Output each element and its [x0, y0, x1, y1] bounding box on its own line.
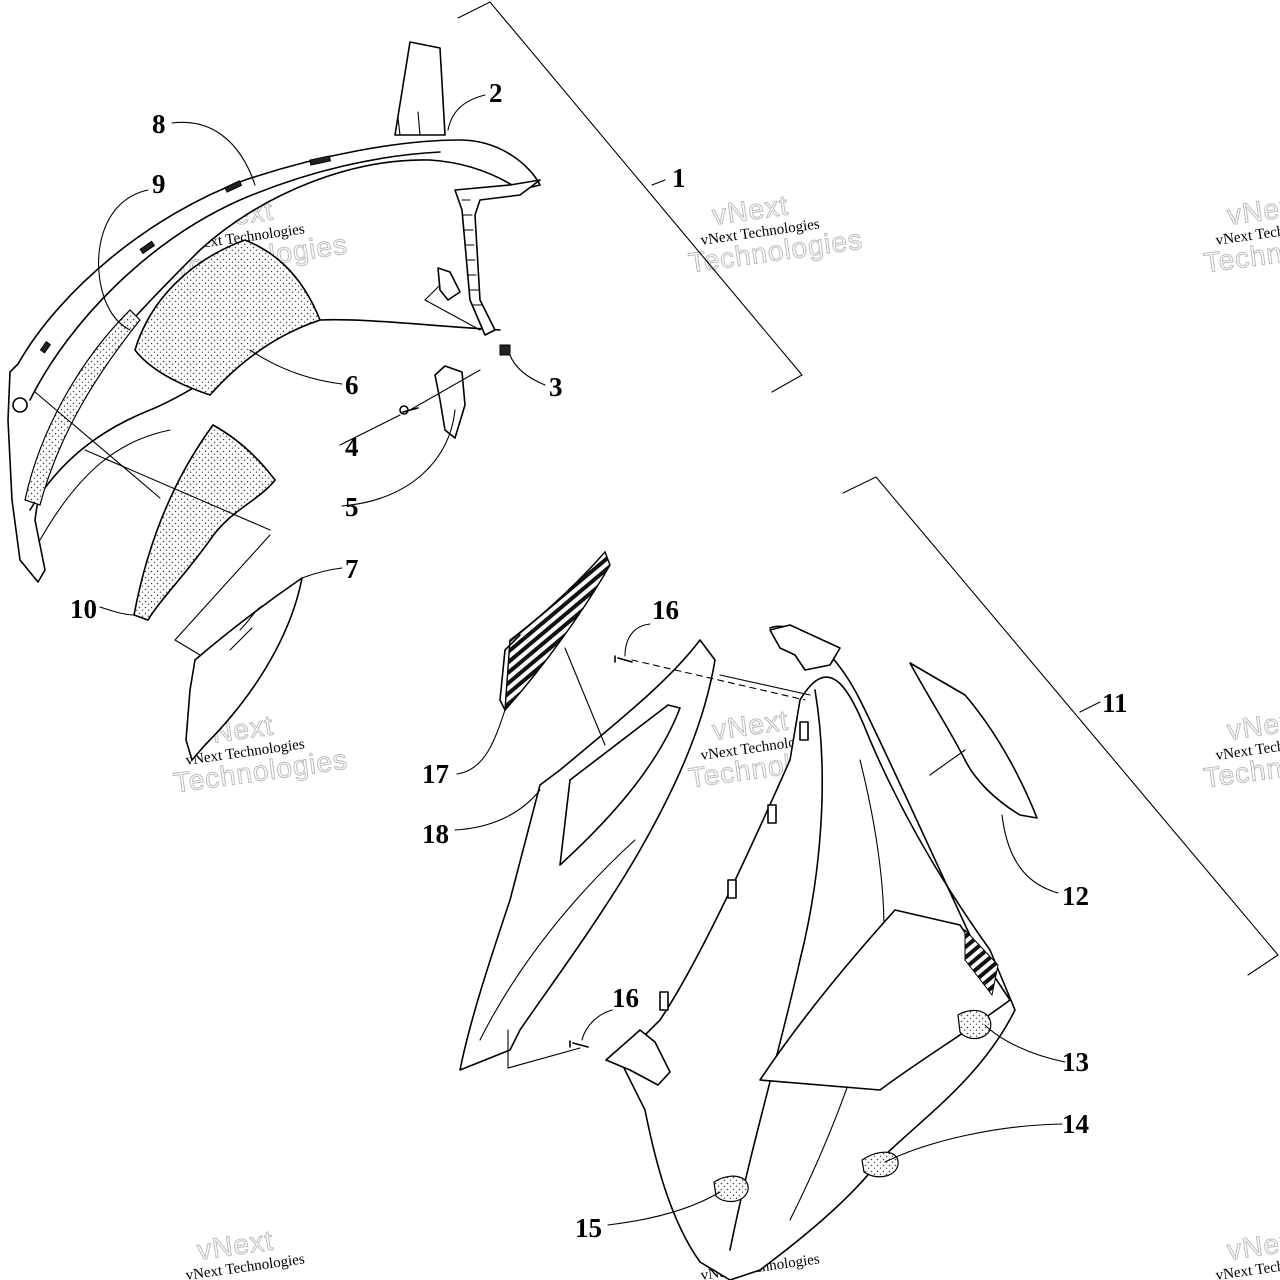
- part-2-stem: [397, 111, 421, 136]
- part-16-screw-bottom: [569, 1040, 589, 1048]
- hood-upper-assembly: [7, 139, 541, 583]
- part-17-frame: [499, 634, 521, 711]
- nose-cone-ridge: [729, 689, 823, 1251]
- callout-5: 5: [345, 492, 359, 522]
- bracket-assembly-11: [842, 476, 1279, 976]
- part-3-tab: [437, 267, 461, 301]
- part-6-screen: [134, 239, 322, 396]
- part-3-teeth: [461, 199, 482, 306]
- nose-cone-top-tab: [769, 624, 841, 671]
- part-3-clip: [499, 344, 511, 356]
- callout-3: 3: [549, 372, 563, 402]
- hood-vent-slot: [224, 180, 243, 193]
- part-9-trim: [24, 309, 141, 506]
- callout-12: 12: [1062, 881, 1089, 911]
- callout-11: 11: [1102, 688, 1128, 718]
- hood-vent-slot: [39, 341, 52, 354]
- bracket-assembly-1: [457, 1, 803, 393]
- hood-vent-slot: [309, 155, 331, 166]
- part-12-windshield: [909, 662, 1038, 819]
- nose-tab: [727, 879, 737, 899]
- part-13-pad: [957, 1009, 992, 1040]
- callout-4: 4: [345, 432, 359, 462]
- callout-14: 14: [1062, 1109, 1089, 1139]
- callout-15: 15: [575, 1213, 602, 1243]
- part-18-foot: [605, 1029, 671, 1086]
- part-18-window: [559, 704, 681, 866]
- part-10-windshield: [133, 423, 277, 621]
- part-14-pad: [861, 1151, 899, 1178]
- callout-17: 17: [422, 759, 449, 789]
- part-7-lens: [185, 577, 303, 761]
- callout-2: 2: [489, 78, 503, 108]
- hood-clip: [12, 397, 28, 413]
- nose-cone-assembly: [619, 624, 1016, 1280]
- callout-9: 9: [152, 169, 166, 199]
- hood-vent-slot: [139, 240, 156, 255]
- callouts: 1 2 3 4 5 6 7 8 9 10 11 12 13 14 15 16 1…: [70, 78, 1128, 1243]
- watermark-3: vNext vNext Technologies Technologies: [1201, 189, 1280, 279]
- callout-7: 7: [345, 554, 359, 584]
- callout-8: 8: [152, 109, 166, 139]
- part-15-pad: [713, 1175, 749, 1203]
- part-3-bracket: [454, 179, 541, 336]
- callout-10: 10: [70, 594, 97, 624]
- callout-13: 13: [1062, 1047, 1089, 1077]
- watermark-6: vNext vNext Technologies Technologies: [1201, 704, 1280, 794]
- part-17-grille: [504, 550, 611, 712]
- part-16-screw-top: [614, 655, 633, 663]
- nose-tab: [659, 991, 669, 1011]
- leader-lines: [34, 94, 1101, 1226]
- hood-side-line: [39, 429, 171, 541]
- callout-18: 18: [422, 819, 449, 849]
- part-2-fin: [394, 41, 446, 136]
- part-18-inner-line: [479, 839, 636, 1041]
- watermark-7: vNext vNext Technologies: [185, 1224, 306, 1280]
- callout-16-bottom: 16: [612, 983, 639, 1013]
- nose-tab: [799, 721, 809, 741]
- callout-16-top: 16: [652, 595, 679, 625]
- watermark-9: vNext vNext Technologies: [1215, 1224, 1280, 1280]
- callout-1: 1: [672, 163, 686, 193]
- part-7-sheen: [229, 605, 263, 651]
- callout-6: 6: [345, 370, 359, 400]
- hood-inner-edge: [29, 151, 441, 401]
- watermark-2: vNext vNext Technologies Technologies: [686, 189, 865, 279]
- nose-cone-grille: [964, 928, 999, 997]
- part-5-latch: [434, 365, 466, 439]
- nose-tab: [767, 804, 777, 824]
